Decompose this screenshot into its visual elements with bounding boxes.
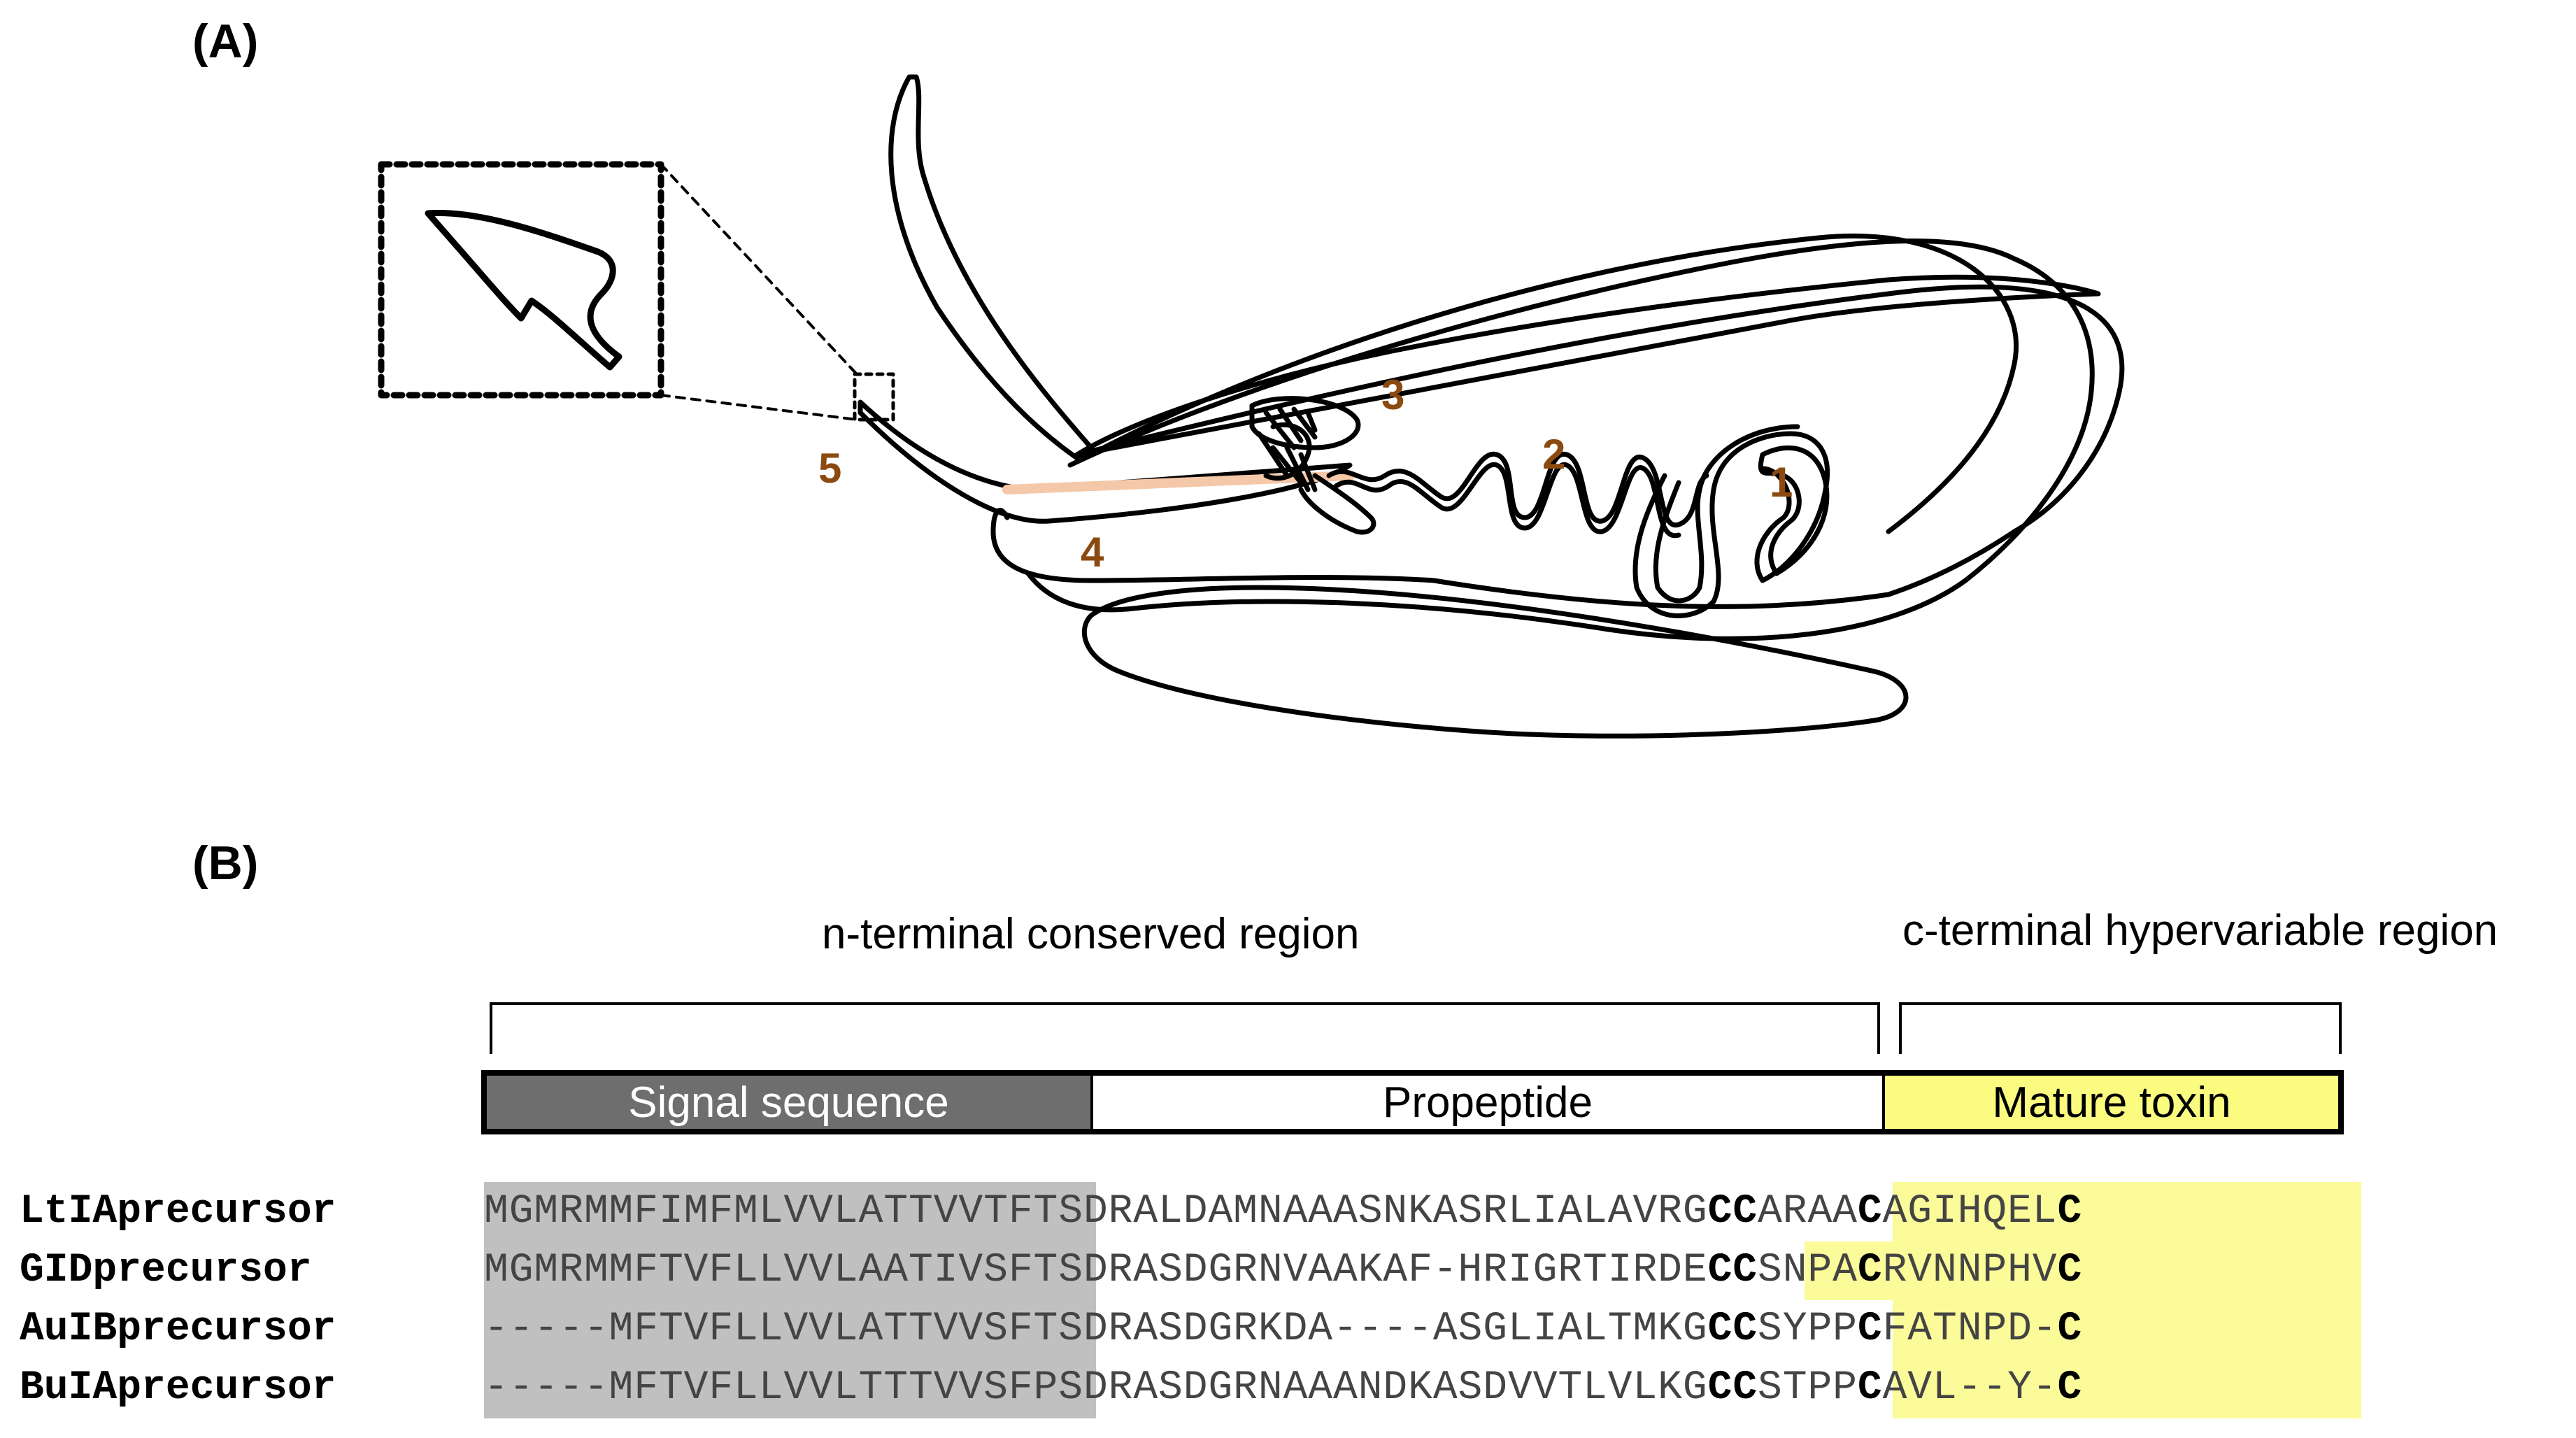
mature-segment: RVNNPHV <box>1882 1248 2058 1293</box>
signal-segment: -----MFTVFLLVVLATTVVS <box>484 1307 1009 1352</box>
signal-segment: MGMRMMFIMFMLVVLATTVVT <box>484 1189 1009 1234</box>
cysteine: C <box>1857 1365 1883 1411</box>
label-4: 4 <box>1081 529 1104 576</box>
c-terminal-region-label: c-terminal hypervariable region <box>1902 906 2498 955</box>
panel-b-label: (B) <box>192 837 259 890</box>
sequence-row: -----MFTVFLLVVLTTTVVSFPSDRASDGRNAAANDKAS… <box>484 1365 2082 1411</box>
proboscis <box>858 399 1353 524</box>
cysteine: CC <box>1707 1365 1758 1411</box>
radula-sac <box>1249 396 1361 450</box>
mature-toxin-bar: Mature toxin <box>1882 1070 2344 1134</box>
zoom-box <box>378 161 664 399</box>
mature-segment: FATNPD- <box>1882 1307 2058 1352</box>
cysteine: C <box>2057 1365 2083 1411</box>
venom-apparatus-drawing <box>378 74 2125 739</box>
signal-segment: MGMRMMFTVFLLVVLAATIVS <box>484 1248 1009 1293</box>
mature-segment: G <box>1682 1189 1708 1234</box>
sequence-row: MGMRMMFTVFLLVVLAATIVSFTSDRASDGRNVAAKAF-H… <box>484 1248 2082 1293</box>
c-terminal-bracket <box>1899 1002 2342 1054</box>
mature-segment: G <box>1682 1365 1708 1411</box>
cysteine: C <box>1857 1307 1883 1352</box>
sequence-name: BuIAprecursor <box>20 1365 336 1411</box>
gid-mature-extension-highlight <box>1805 1241 1895 1300</box>
cysteine: C <box>1857 1248 1883 1293</box>
signal-sequence-bar: Signal sequence <box>481 1070 1093 1134</box>
sequence-name: AuIBprecursor <box>20 1307 336 1352</box>
signal-segment: -----MFTVFLLVVLTTTVVS <box>484 1365 1009 1411</box>
cysteine: C <box>2057 1189 2083 1234</box>
mature-segment: G <box>1682 1307 1708 1352</box>
cysteine: CC <box>1707 1189 1758 1234</box>
foot <box>1081 585 1909 739</box>
sequence-row: -----MFTVFLLVVLATTVVSFTSDRASDGRKDA----AS… <box>484 1307 2082 1352</box>
cysteine: C <box>1857 1189 1883 1234</box>
mature-segment: AGIHQEL <box>1882 1189 2058 1234</box>
propeptide-segment: FTSDRASDGRNVAAKAF-HRIGRT <box>1008 1248 1608 1293</box>
n-terminal-region-label: n-terminal conserved region <box>822 910 1360 958</box>
mature-highlight <box>1893 1182 2361 1418</box>
mature-segment: SNPA <box>1758 1248 1858 1293</box>
cysteine: C <box>2057 1248 2083 1293</box>
venom-bulb <box>1632 431 1830 618</box>
sequence-name: LtIAprecursor <box>20 1189 336 1234</box>
propeptide-segment: FTSDRASDGRKDA----ASGLIALTMK <box>1008 1307 1683 1352</box>
label-5: 5 <box>818 445 842 492</box>
n-terminal-bracket <box>490 1002 1880 1054</box>
mature-segment: IRDE <box>1607 1248 1708 1293</box>
mature-segment: AVL--Y- <box>1882 1365 2058 1411</box>
mature-segment: ARAA <box>1758 1189 1858 1234</box>
siphon <box>888 74 1094 461</box>
cysteine: CC <box>1707 1248 1758 1293</box>
label-1: 1 <box>1770 459 1793 506</box>
shell-outer <box>1025 239 2095 641</box>
propeptide-segment: FTSDRALDAMNAAASNKASRLIALAVR <box>1008 1189 1683 1234</box>
mature-segment: SYPP <box>1758 1307 1858 1352</box>
label-3: 3 <box>1381 371 1405 418</box>
cysteine: C <box>2057 1307 2083 1352</box>
label-2: 2 <box>1542 431 1566 478</box>
harpoon-detail <box>425 209 622 371</box>
signal-highlight <box>484 1182 1096 1418</box>
sequence-row: MGMRMMFIMFMLVVLATTVVTFTSDRALDAMNAAASNKAS… <box>484 1189 2082 1234</box>
propeptide-bar: Propeptide <box>1090 1070 1885 1134</box>
mature-segment: STPP <box>1758 1365 1858 1411</box>
panel-a-label: (A) <box>192 15 259 68</box>
cysteine: CC <box>1707 1307 1758 1352</box>
snail-body <box>1074 274 2101 457</box>
sequence-name: GIDprecursor <box>20 1248 312 1293</box>
propeptide-segment: FPSDRASDGRNAAANDKASDVVTLVLK <box>1008 1365 1683 1411</box>
